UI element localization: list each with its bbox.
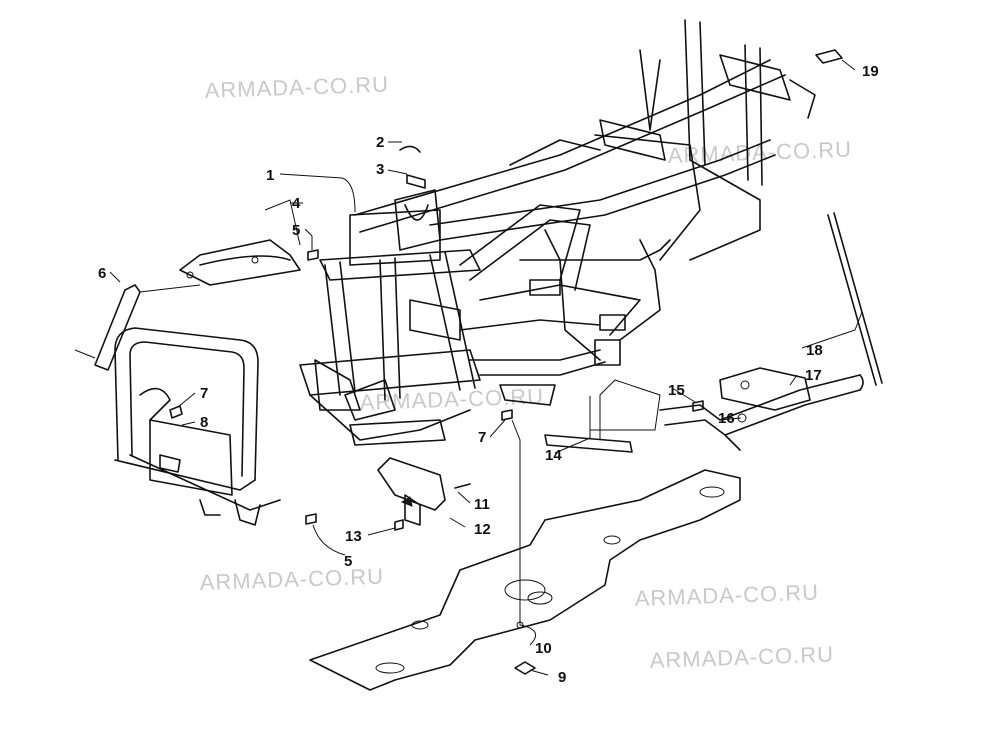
callout-16: 16 — [718, 410, 735, 427]
bracket-part-12 — [377, 457, 446, 526]
callout-5-lower: 5 — [344, 553, 352, 570]
callout-7-front: 7 — [200, 385, 208, 402]
rear-support-part-17 — [659, 367, 864, 451]
watermark-1: ARMADA-CO.RU — [204, 72, 389, 103]
skid-plate-part-10 — [309, 469, 741, 691]
callout-10: 10 — [535, 640, 552, 657]
watermarks: ARMADA-CO.RU ARMADA-CO.RU ARMADA-CO.RU A… — [199, 72, 852, 673]
front-bumper — [114, 327, 281, 526]
leader-lines — [109, 59, 863, 676]
callout-13: 13 — [345, 528, 362, 545]
plate-part-14 — [544, 379, 661, 453]
callout-19: 19 — [862, 63, 879, 80]
callout-6: 6 — [98, 265, 106, 282]
callout-5-upper: 5 — [292, 222, 300, 239]
pin-parts-2-3 — [399, 145, 426, 189]
nut-13 — [394, 519, 404, 531]
callout-2: 2 — [376, 134, 384, 151]
tag-part-19 — [815, 49, 843, 64]
bolt-11 — [454, 483, 471, 489]
bolt-7-front — [169, 405, 183, 419]
main-frame — [299, 19, 816, 446]
callout-labels: 1 2 3 4 5 5 6 7 7 8 9 10 11 12 13 14 15 … — [98, 63, 879, 686]
callout-11: 11 — [474, 496, 490, 513]
bracket-part-4 — [179, 199, 301, 286]
callout-17: 17 — [805, 367, 822, 384]
brace-part-6 — [74, 284, 201, 371]
fastener-9 — [514, 661, 536, 675]
watermark-5: ARMADA-CO.RU — [634, 580, 819, 611]
callout-7-mid: 7 — [478, 429, 486, 446]
watermark-6: ARMADA-CO.RU — [649, 642, 834, 673]
callout-8: 8 — [200, 414, 208, 431]
nut-15 — [692, 400, 704, 412]
bolt-5-upper — [307, 249, 319, 261]
callout-12: 12 — [474, 521, 491, 538]
rod-part-18 — [827, 212, 883, 386]
callout-4: 4 — [292, 195, 301, 212]
watermark-4: ARMADA-CO.RU — [199, 564, 384, 595]
callout-14: 14 — [545, 447, 562, 464]
bolt-5-lower — [305, 513, 317, 525]
callout-3: 3 — [376, 161, 384, 178]
bolt-7-mid — [501, 409, 513, 421]
callout-1: 1 — [266, 167, 274, 184]
callout-15: 15 — [668, 382, 685, 399]
fasteners — [169, 249, 747, 675]
callout-9: 9 — [558, 669, 566, 686]
callout-18: 18 — [806, 342, 823, 359]
